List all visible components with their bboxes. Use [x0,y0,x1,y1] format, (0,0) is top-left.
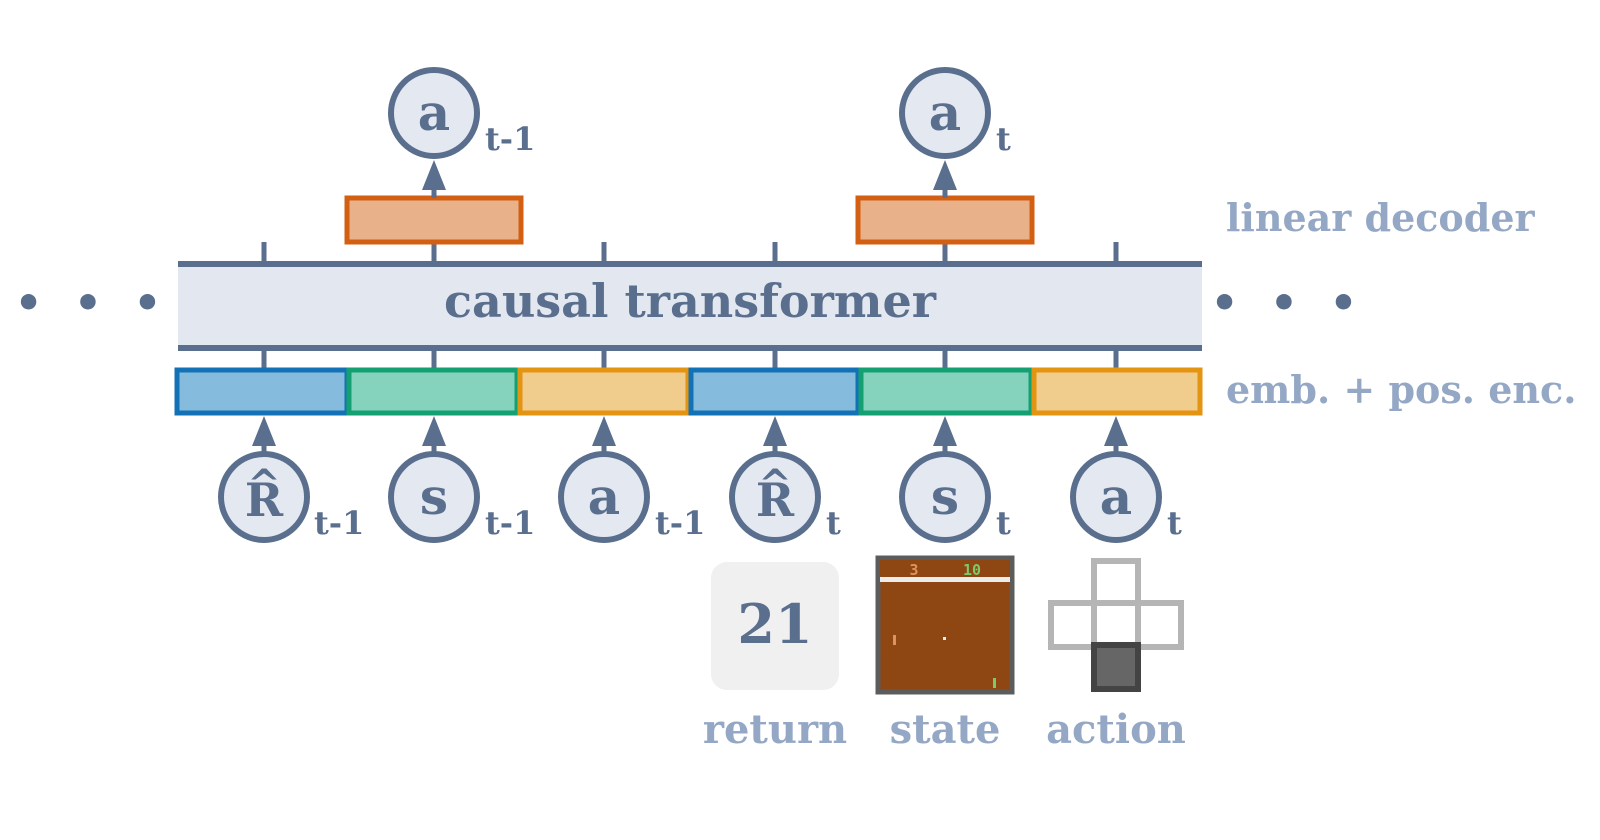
token-hat: ^ [247,461,281,508]
input-token-action-t-1: a t-1 [558,451,705,543]
state-example: 3 10 state [875,555,1015,753]
return-label: return [703,706,847,753]
token-circle [729,451,821,543]
token-subscript: t [996,504,1011,542]
right-ellipsis: • • • [1210,278,1365,329]
token-symbol: s [420,467,448,526]
token-subscript: t-1 [485,504,535,542]
output-token-a-t: a t [899,67,1011,159]
bottom-ticks [261,348,1119,370]
return-card [711,562,839,690]
token-circle [558,451,650,543]
token-subscript: t [1167,504,1182,542]
transformer-label: causal transformer [444,274,937,328]
token-subscript: t-1 [655,504,705,542]
decoder-block-t [855,195,1035,245]
input-token-return-t: ^ R t [729,451,841,543]
token-symbol: a [1100,467,1132,526]
embedding-action-t-1 [517,367,691,416]
token-circle [218,451,310,543]
return-value: 21 [737,592,812,656]
pong-left-paddle [893,635,896,645]
token-circle [1070,451,1162,543]
token-hat: ^ [758,461,792,508]
embedding-label: emb. + pos. enc. [1226,367,1576,412]
token-subscript: t-1 [314,504,364,542]
dpad-selected-down [1091,642,1141,692]
arrowhead [763,416,787,446]
arrowhead [422,416,446,446]
embedding-action-t [1031,367,1203,416]
input-token-state-t: s t [899,451,1011,543]
return-example: 21 return [703,562,847,753]
input-token-return-t-1: ^ R t-1 [218,451,364,543]
top-ticks [261,242,1119,264]
transformer-block [178,264,1202,348]
arrowhead [933,416,957,446]
token-symbol: a [929,83,961,142]
pong-right-paddle [993,678,996,688]
embedding-state-t [858,367,1034,416]
token-symbol: a [588,467,620,526]
output-token-a-t-1: a t-1 [388,67,535,159]
left-ellipsis: • • • [14,278,169,329]
input-token-state-t-1: s t-1 [388,451,535,543]
pong-top-band [880,560,1010,576]
token-circle [899,451,991,543]
action-label: action [1046,706,1186,753]
linear-decoder-label: linear decoder [1226,195,1536,240]
input-token-action-t: a t [1070,451,1182,543]
pong-score-right: 10 [963,561,981,579]
arrowhead [592,416,616,446]
token-circle [899,67,991,159]
token-symbol: a [418,83,450,142]
arrowhead [1104,416,1128,446]
embedding-return-t-1 [174,367,350,416]
arrowhead [933,160,957,190]
token-subscript: t [826,504,841,542]
pong-top-wall [880,577,1010,582]
decoder-block-t-1 [344,195,524,245]
token-circle [388,451,480,543]
embedding-state-t-1 [346,367,520,416]
output-arrows [422,160,957,198]
pong-score-left: 3 [909,561,918,579]
embedding-return-t [688,367,861,416]
arrowhead [422,160,446,190]
pong-ball [943,637,946,640]
token-subscript: t [996,120,1011,158]
token-symbol: s [931,467,959,526]
token-symbol: R [245,473,284,527]
state-label: state [890,706,1001,753]
token-subscript: t-1 [485,120,535,158]
action-example: action [1046,558,1186,753]
arrowhead [252,416,276,446]
token-circle [388,67,480,159]
token-symbol: R [756,473,795,527]
input-arrows [252,416,1128,456]
